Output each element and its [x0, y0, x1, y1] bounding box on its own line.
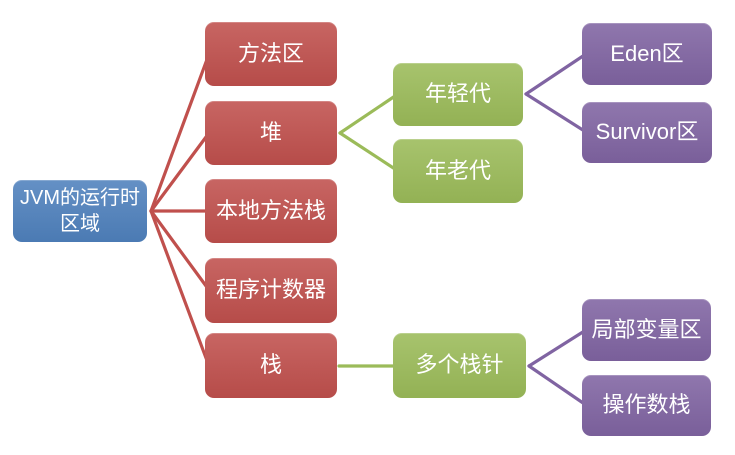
edge-frames-local-vars [527, 328, 588, 368]
node-label: 栈 [259, 352, 282, 378]
node-method-area: 方法区 [205, 22, 337, 86]
node-old-generation: 年老代 [393, 139, 523, 203]
node-heap: 堆 [205, 101, 337, 165]
node-label: 多个栈针 [415, 352, 504, 378]
edge-root-method-area [149, 52, 211, 213]
node-label: 堆 [259, 119, 282, 145]
node-survivor-area: Survivor区 [582, 102, 712, 163]
edge-young-gen-eden [524, 52, 588, 96]
node-label: 年老代 [424, 157, 491, 183]
node-operand-stack: 操作数栈 [582, 375, 711, 436]
node-jvm-runtime-root: JVM的运行时区域 [13, 180, 147, 242]
node-stack-frames: 多个栈针 [393, 333, 526, 398]
node-label: 操作数栈 [602, 392, 691, 418]
node-label: 局部变量区 [591, 316, 702, 342]
node-program-counter: 程序计数器 [205, 258, 337, 323]
edge-root-program-counter [149, 209, 211, 292]
edge-frames-operand-stack [527, 364, 588, 407]
node-young-generation: 年轻代 [393, 63, 523, 126]
edge-root-heap [149, 131, 211, 213]
edge-heap-old-gen [338, 131, 400, 173]
node-eden-area: Eden区 [582, 23, 712, 85]
node-label: 程序计数器 [215, 277, 326, 303]
node-stack: 栈 [205, 333, 337, 398]
edge-young-gen-survivor [524, 92, 588, 134]
node-native-method-stack: 本地方法栈 [205, 179, 337, 243]
node-label: Eden区 [610, 40, 684, 66]
edge-heap-young-gen [338, 92, 400, 135]
node-label: 本地方法栈 [215, 197, 326, 223]
node-local-variable-area: 局部变量区 [582, 299, 711, 361]
edge-root-stack [149, 209, 211, 368]
node-label: 年轻代 [424, 81, 491, 107]
node-label: JVM的运行时区域 [20, 187, 140, 235]
node-label: Survivor区 [595, 119, 699, 145]
node-label: 方法区 [237, 40, 304, 66]
